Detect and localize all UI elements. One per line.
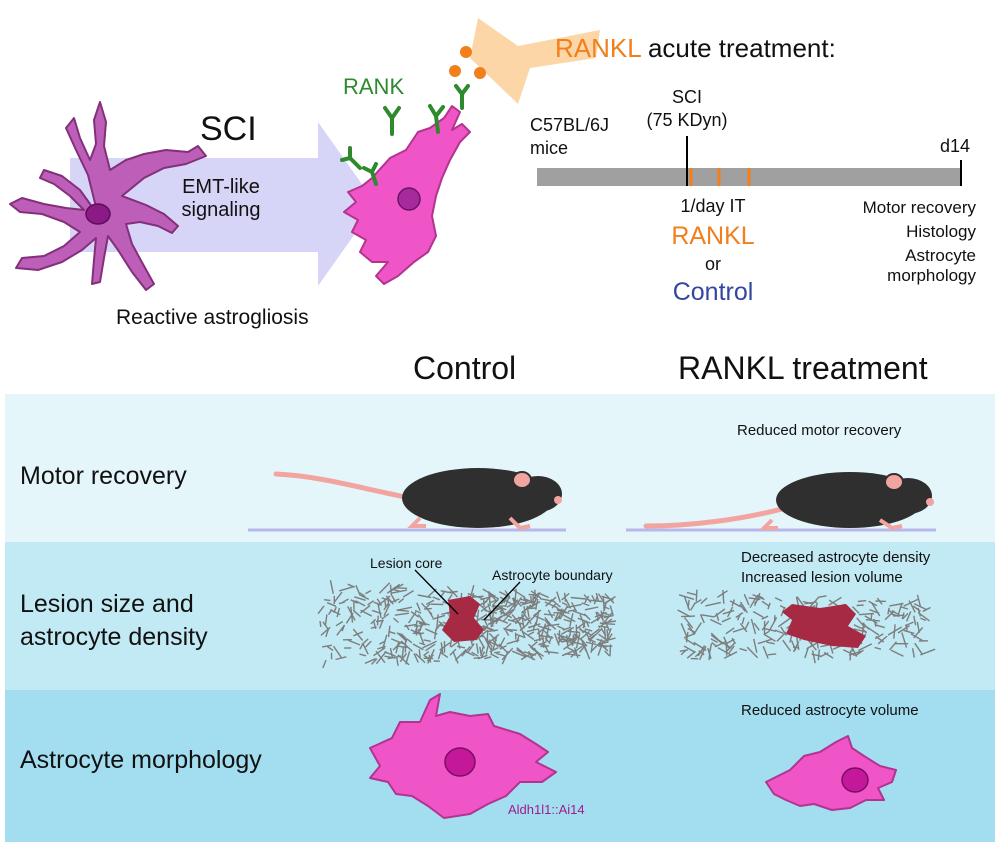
note-reduced-motor-recovery: Reduced motor recovery [737,422,902,439]
row-label-motor-recovery: Motor recovery [20,462,187,490]
control-astrocyte-morphology [369,693,557,819]
mice-label: C57BL/6J mice [530,114,609,159]
callout-astrocyte-boundary: Astrocyte boundary [492,567,613,583]
row-label-lesion-line-1: Lesion size and [20,590,194,618]
rankl-arrow [470,18,600,104]
treatment-title: RANKL acute treatment: [555,33,836,64]
dosing-label: 1/day IT [680,196,746,216]
emt-label: EMT-like signaling [166,176,276,222]
d14-label: d14 [940,136,971,156]
outcome-histology: Histology [906,222,976,242]
control-mouse [273,468,562,531]
reporter-label: Aldh1l1::Ai14 [508,802,585,817]
timeline-dose-marks [689,168,751,186]
callout-line-astrocyte-boundary [483,581,521,621]
control-group-label: Control [672,278,754,306]
sci-timepoint-label: SCI (75 KDyn) [637,86,737,131]
rankl-mouse [643,472,934,531]
callout-line-lesion-core [414,569,459,615]
outcome-motor-recovery: Motor recovery [862,198,976,217]
outcome-morphology: morphology [887,265,976,285]
row-label-astrocyte-morphology: Astrocyte morphology [20,746,262,774]
lesion-core-rankl [782,604,866,648]
mice-line-1: C57BL/6J [530,115,610,135]
sci-timepoint-line-1: SCI [671,87,702,107]
rank-receptors [340,84,470,186]
quiescent-astrocyte [9,101,207,291]
reactive-astrogliosis-label: Reactive astrogliosis [116,306,309,329]
treatment-title-rankl: RANKL [555,33,641,63]
row-label-lesion-line-2: astrocyte density [20,622,208,651]
rankl-group-label: RANKL [671,222,755,250]
treatment-title-rest: acute treatment: [640,33,836,63]
callout-lesion-core: Lesion core [370,555,443,571]
note-decreased-astrocyte-density: Decreased astrocyte density [741,549,931,566]
row-label-lesion: Lesion size and astrocyte density [20,588,208,653]
note-increased-lesion-volume: Increased lesion volume [741,568,903,586]
rank-label: RANK [343,74,405,99]
or-label: or [704,254,721,274]
mice-line-2: mice [530,137,569,158]
sci-label: SCI [200,110,257,148]
note-lesion: Decreased astrocyte density Increased le… [741,548,930,587]
emt-line-1: EMT-like [182,176,260,198]
column-header-rankl: RANKL treatment [678,350,928,386]
emt-line-2: signaling [181,199,261,221]
outcome-astrocyte: Astrocyte [905,246,976,266]
rankl-astrocyte-morphology [765,735,897,811]
column-header-control: Control [413,350,517,386]
outcomes-list: Motor recovery Histology Astrocyte morph… [790,196,976,285]
sci-timepoint-line-2: (75 KDyn) [646,109,728,130]
note-reduced-astrocyte-volume: Reduced astrocyte volume [741,702,919,719]
reactive-astrocyte [343,105,471,285]
rankl-ligand-dots [449,46,486,79]
